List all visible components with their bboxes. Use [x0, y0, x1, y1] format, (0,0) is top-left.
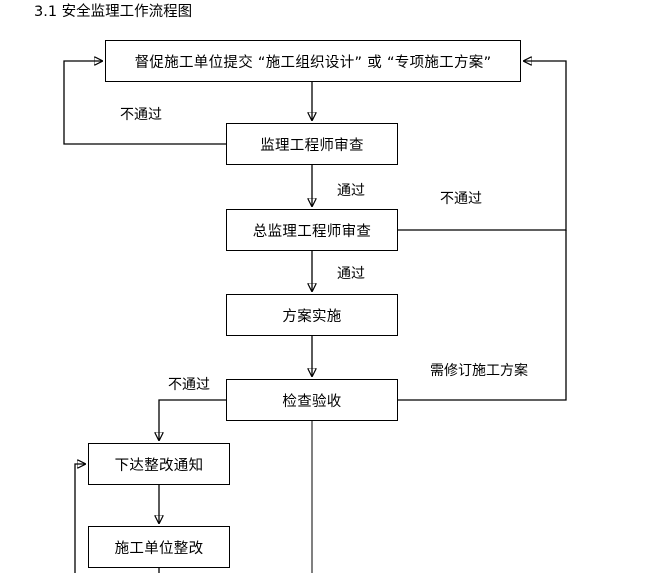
node-label: 施工单位整改	[114, 540, 204, 557]
node-engineer-review[interactable]: 监理工程师审查	[226, 123, 398, 165]
node-plan-implementation[interactable]: 方案实施	[226, 294, 398, 336]
edge-rectification-loop-return	[74, 464, 85, 573]
node-label: 督促施工单位提交 “施工组织设计” 或 “专项施工方案”	[134, 54, 492, 71]
node-label: 监理工程师审查	[260, 137, 364, 154]
edge-inspection-fail-to-notice	[159, 399, 226, 440]
edge-label-fail-engineer: 不通过	[120, 107, 162, 123]
edge-label-pass-engineer: 通过	[337, 183, 365, 199]
node-issue-rectification-notice[interactable]: 下达整改通知	[88, 443, 230, 485]
node-contractor-rectification[interactable]: 施工单位整改	[88, 526, 230, 568]
edge-label-fail-inspection: 不通过	[168, 377, 210, 393]
node-chief-engineer-review[interactable]: 总监理工程师审查	[226, 209, 398, 251]
edge-label-pass-chief: 通过	[337, 266, 365, 282]
node-label: 检查验收	[282, 393, 342, 410]
node-label: 总监理工程师审查	[252, 223, 372, 240]
edge-label-fail-chief: 不通过	[440, 191, 482, 207]
node-submit-plan[interactable]: 督促施工单位提交 “施工组织设计” 或 “专项施工方案”	[105, 40, 521, 82]
node-inspection-acceptance[interactable]: 检查验收	[226, 379, 398, 421]
edge-label-need-revise-plan: 需修订施工方案	[430, 363, 528, 379]
page-title: 3.1 安全监理工作流程图	[34, 4, 193, 20]
edge-chief-fail-to-submit	[398, 61, 567, 231]
node-label: 方案实施	[282, 308, 342, 325]
node-label: 下达整改通知	[114, 457, 204, 474]
